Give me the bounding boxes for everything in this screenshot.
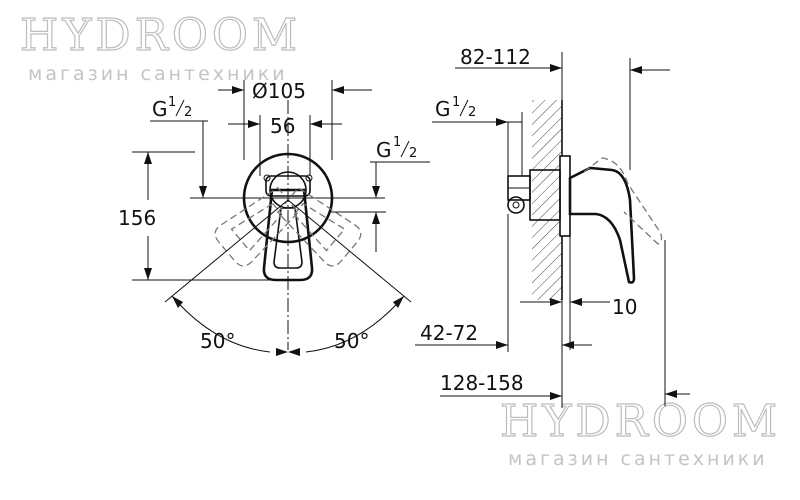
watermark-top: HYDROOM магазин сантехники: [19, 9, 301, 85]
lever-side-profile: [568, 166, 636, 284]
watermark-tagline-top: магазин сантехники: [28, 63, 288, 85]
thread-right-label: G 1 2: [376, 135, 417, 162]
dia-arrow-left: [232, 86, 244, 94]
rosette-side: [559, 155, 571, 237]
angle-arrow-right-inner: [288, 348, 300, 356]
svg-text:G: G: [376, 138, 392, 162]
thread-side-label: G 1 2: [435, 95, 476, 121]
height-arrow-bottom: [144, 268, 152, 280]
angle-arrow-right-outer: [393, 296, 404, 308]
angle-left-label: 50°: [200, 329, 235, 353]
thread-right-arrow-lower: [372, 212, 380, 224]
rosette-plate: [242, 152, 334, 244]
angle-arrow-left-outer: [172, 296, 183, 308]
thread-side-arrow: [496, 118, 508, 126]
svg-text:2: 2: [184, 105, 192, 120]
side-view: 82-112 G 1 2 10 42-72: [415, 45, 690, 408]
hub-screw-right: [305, 174, 313, 182]
hub-screw-left: [263, 174, 271, 182]
angle-ray-left: [164, 199, 289, 303]
lever-insert: [273, 207, 303, 269]
lever-ghost-left: [214, 186, 300, 267]
thread-left-arrow: [199, 186, 207, 198]
watermark-bottom: HYDROOM магазин сантехники: [499, 395, 781, 470]
spacing-arrow-right: [310, 120, 322, 128]
diameter-label: Ø105: [252, 79, 306, 103]
wall-depth-label: 82-112: [460, 45, 531, 69]
wall-hatching: [532, 100, 562, 300]
valve-port: [507, 196, 525, 214]
handle-hub: [265, 175, 311, 197]
gap-arrow-left: [550, 298, 562, 306]
lever-side-ghost: [583, 157, 663, 245]
total-label: 128-158: [440, 371, 524, 395]
watermark-brand-top: HYDROOM: [20, 10, 301, 61]
angle-arc-right: [305, 295, 405, 353]
angle-arc-left: [171, 295, 271, 353]
depth-arrow: [496, 341, 508, 349]
thread-left-label: G 1 2: [152, 95, 192, 121]
svg-text:1: 1: [452, 95, 460, 110]
angle-ray-right: [287, 199, 412, 303]
wall-depth-arrow: [550, 64, 562, 72]
total-top-arrow: [630, 66, 642, 74]
gap-label: 10: [612, 295, 637, 319]
angle-right-label: 50°: [334, 329, 369, 353]
lever-ghost-right: [276, 186, 362, 267]
thread-right-arrow: [372, 186, 380, 198]
valve-port-inner: [512, 201, 520, 209]
angle-arrow-left-inner: [276, 348, 288, 356]
svg-text:1: 1: [393, 135, 401, 150]
depth-label: 42-72: [420, 321, 478, 345]
height-arrow-top: [144, 152, 152, 164]
svg-text:G: G: [152, 97, 168, 121]
dia-arrow-right: [332, 86, 344, 94]
front-view: Ø105 56 G 1 2 G 1 2: [118, 79, 430, 356]
spacing-arrow-left: [248, 120, 260, 128]
svg-text:G: G: [435, 97, 451, 121]
total-bottom-arrow: [665, 390, 677, 398]
svg-text:1: 1: [168, 95, 176, 110]
lever-handle: [262, 188, 314, 282]
watermark-tagline-bottom: магазин сантехники: [508, 448, 768, 470]
depth-arrow-right: [562, 341, 574, 349]
spacing-label: 56: [270, 114, 295, 138]
svg-text:2: 2: [468, 105, 476, 120]
gap-arrow-right: [570, 298, 582, 306]
watermark-brand-bottom: HYDROOM: [500, 396, 781, 447]
height-label: 156: [118, 206, 156, 230]
svg-text:2: 2: [409, 146, 417, 161]
total-arrow: [550, 392, 562, 400]
